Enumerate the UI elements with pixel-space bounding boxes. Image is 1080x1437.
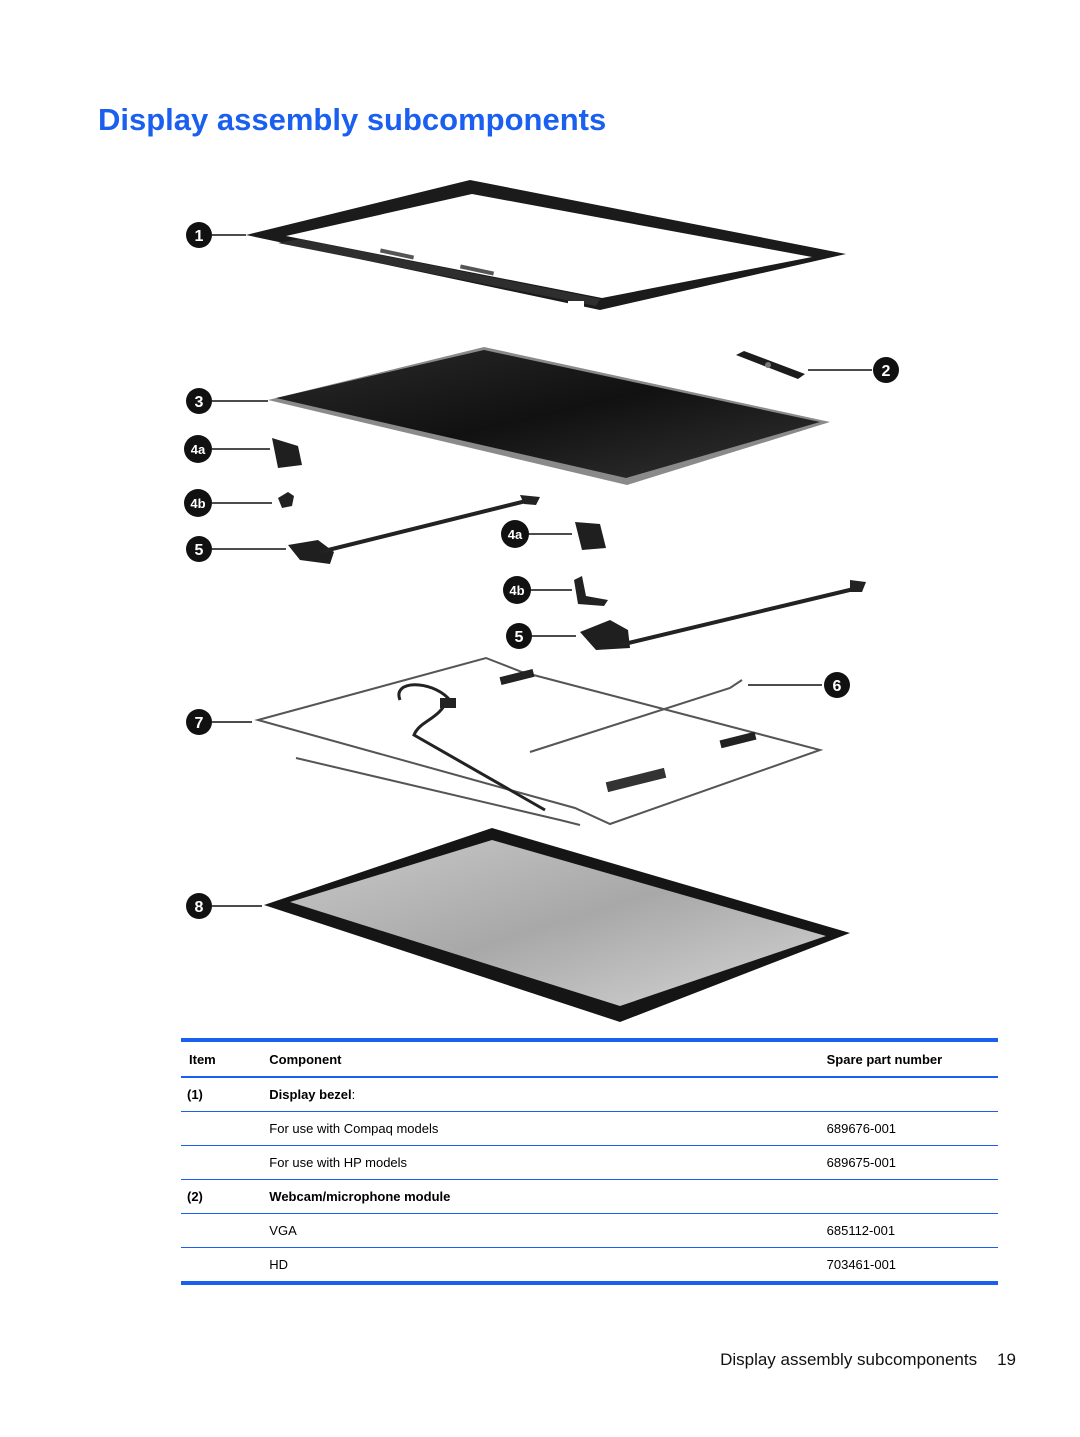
column-header-component: Component [269, 1051, 342, 1067]
item-number: (2) [187, 1189, 203, 1204]
webcam-module-illustration [736, 351, 805, 379]
component-name: For use with HP models [269, 1155, 408, 1170]
spare-part-number [827, 1077, 998, 1112]
callout-4a-right: 4a [501, 520, 529, 548]
spare-part-number [827, 1180, 998, 1214]
spare-part-number: 689676-001 [826, 1121, 897, 1136]
svg-text:7: 7 [195, 715, 204, 732]
display-cables-illustration [254, 656, 824, 826]
callout-1: 1 [186, 222, 212, 248]
column-header-spare-part-number: Spare part number [826, 1051, 943, 1067]
svg-text:4b: 4b [190, 496, 205, 511]
svg-text:2: 2 [882, 363, 891, 380]
page-footer: Display assembly subcomponents 19 [720, 1350, 1016, 1370]
component-name: VGA [269, 1223, 297, 1238]
page-number: 19 [997, 1350, 1016, 1369]
item-number [181, 1146, 269, 1180]
component-suffix: : [351, 1087, 356, 1102]
spare-part-number: 685112-001 [826, 1223, 896, 1238]
svg-text:4a: 4a [508, 527, 523, 542]
footer-section-title: Display assembly subcomponents [720, 1350, 978, 1369]
table-row: VGA 685112-001 [181, 1214, 998, 1248]
callout-3: 3 [186, 388, 212, 414]
svg-text:4b: 4b [509, 583, 524, 598]
table-row: HD 703461-001 [181, 1248, 998, 1284]
svg-text:1: 1 [195, 228, 204, 245]
callout-4a-left: 4a [184, 435, 212, 463]
component-name: Webcam/microphone module [269, 1189, 451, 1204]
spare-part-number: 703461-001 [826, 1257, 897, 1272]
svg-text:5: 5 [195, 542, 204, 559]
callout-6: 6 [824, 672, 850, 698]
right-hinge-parts-illustration [574, 522, 866, 650]
table-row: For use with HP models 689675-001 [181, 1146, 998, 1180]
component-name: For use with Compaq models [269, 1121, 439, 1136]
svg-text:8: 8 [195, 899, 204, 916]
svg-text:6: 6 [833, 678, 842, 695]
column-header-item: Item [189, 1051, 216, 1067]
component-label: Display bezel [269, 1087, 352, 1102]
component-name: HD [269, 1257, 289, 1272]
table-header-row: Item Component Spare part number [181, 1040, 998, 1077]
callout-2: 2 [873, 357, 899, 383]
display-enclosure-illustration [264, 828, 850, 1022]
callout-4b-right: 4b [503, 576, 531, 604]
display-panel-illustration [268, 347, 830, 485]
exploded-view-figure: 1 2 3 4a 4b 5 4a 4b [0, 160, 1080, 1040]
callout-7: 7 [186, 709, 212, 735]
callout-5-left: 5 [186, 536, 212, 562]
svg-text:3: 3 [195, 394, 204, 411]
spare-parts-table: Item Component Spare part number (1) Dis… [181, 1038, 998, 1285]
item-number: (1) [187, 1087, 203, 1102]
item-number [181, 1248, 269, 1284]
callout-8: 8 [186, 893, 212, 919]
spare-part-number: 689675-001 [826, 1155, 897, 1170]
left-hinge-parts-illustration [272, 438, 540, 564]
callout-4b-left: 4b [184, 489, 212, 517]
table-row: For use with Compaq models 689676-001 [181, 1112, 998, 1146]
table-group-row: (2) Webcam/microphone module [181, 1180, 998, 1214]
svg-text:4a: 4a [191, 442, 206, 457]
component-name: Display bezel: [269, 1077, 826, 1112]
item-number [181, 1112, 269, 1146]
page-title: Display assembly subcomponents [98, 102, 607, 137]
callout-5-right: 5 [506, 623, 532, 649]
item-number [181, 1214, 269, 1248]
svg-text:5: 5 [515, 629, 524, 646]
table-group-row: (1) Display bezel: [181, 1077, 998, 1112]
display-bezel-illustration [246, 180, 846, 310]
